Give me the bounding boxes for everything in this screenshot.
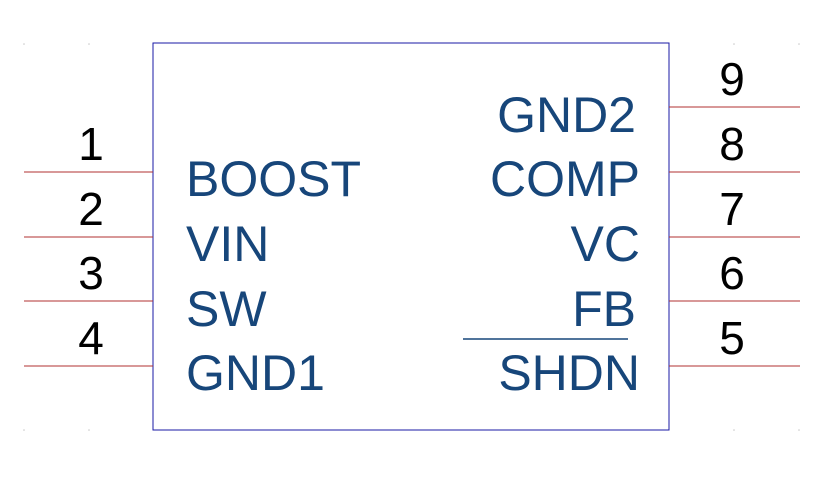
pin-name: GND2 (497, 87, 636, 143)
pin-number: 6 (719, 247, 745, 299)
right-pin-5[interactable]: 5 SHDN (463, 312, 800, 401)
pin-name: COMP (490, 151, 640, 207)
right-pin-6[interactable]: 6 FB (572, 247, 800, 337)
left-pin-2[interactable]: 2 VIN (24, 183, 269, 272)
pin-name: VIN (186, 216, 269, 272)
left-pin-1[interactable]: 1 BOOST (24, 118, 361, 207)
left-pin-3[interactable]: 3 SW (24, 247, 267, 337)
pin-name: GND1 (186, 345, 325, 401)
component-body[interactable] (152, 42, 670, 431)
pin-number: 8 (719, 118, 745, 170)
pin-number: 2 (78, 183, 104, 235)
pin-number: 3 (78, 247, 104, 299)
pin-number: 4 (78, 312, 104, 364)
pin-number: 1 (78, 118, 104, 170)
right-pin-9[interactable]: 9 GND2 (497, 53, 800, 143)
pin-number: 5 (719, 312, 745, 364)
right-pin-8[interactable]: 8 COMP (490, 118, 800, 207)
right-pin-7[interactable]: 7 VC (571, 183, 800, 272)
pin-number: 9 (719, 53, 745, 105)
pin-name: FB (572, 281, 636, 337)
pin-number: 7 (719, 183, 745, 235)
grid-dots (23, 43, 800, 431)
left-pin-4[interactable]: 4 GND1 (24, 312, 325, 401)
pin-name: BOOST (186, 151, 361, 207)
pin-name: SW (186, 281, 267, 337)
pin-name: SHDN (498, 345, 640, 401)
pin-name: VC (571, 216, 640, 272)
